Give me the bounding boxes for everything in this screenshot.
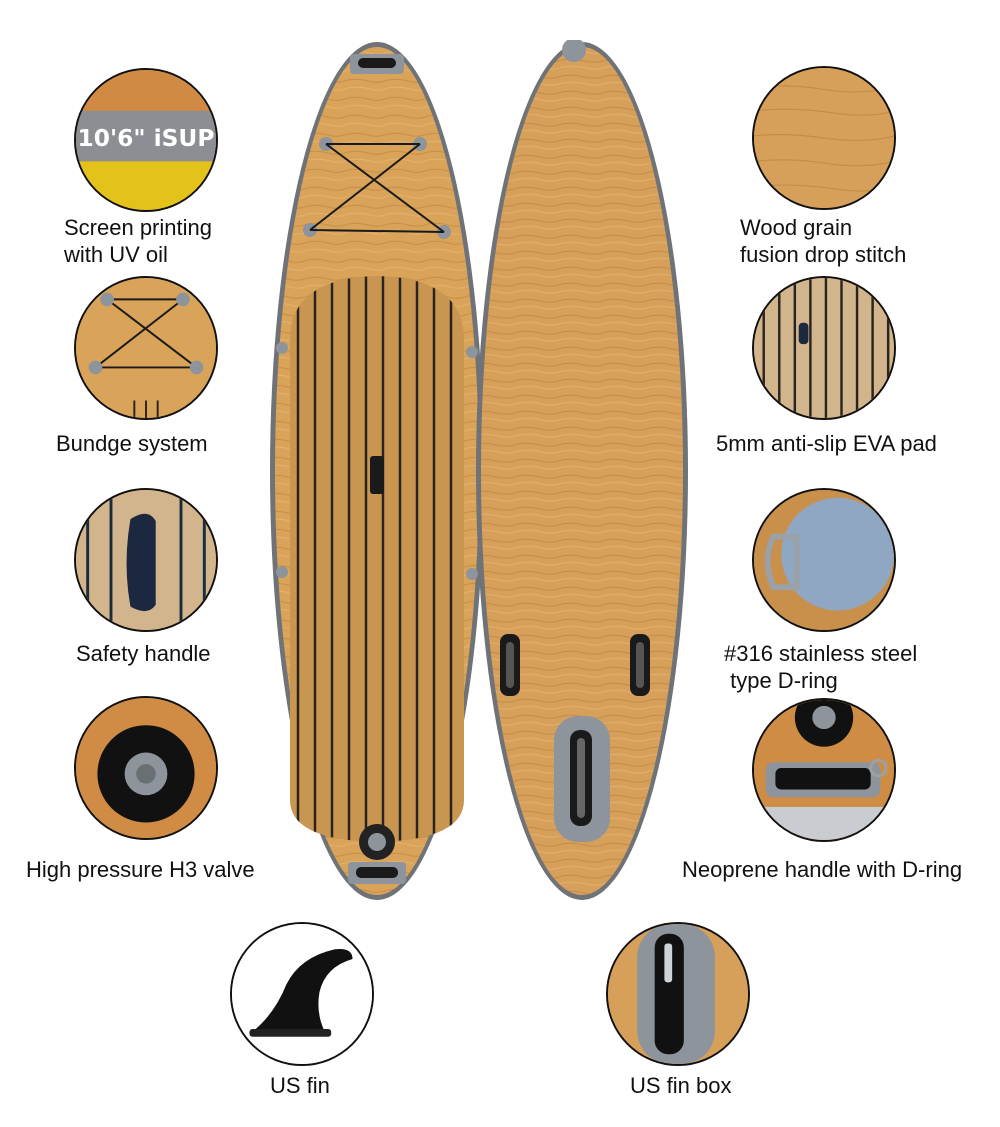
caption-line: Wood grain xyxy=(740,215,853,240)
fin-box-icon xyxy=(608,924,748,1064)
feature-image-valve xyxy=(74,696,218,840)
caption-line: 5mm anti-slip EVA pad xyxy=(716,431,937,456)
caption-line: type D-ring xyxy=(724,668,838,693)
caption-us-fin: US fin xyxy=(270,1072,330,1099)
feature-image-wood-grain xyxy=(752,66,896,210)
caption-us-fin-box: US fin box xyxy=(630,1072,732,1099)
feature-image-us-fin xyxy=(230,922,374,1066)
board-top-view xyxy=(268,40,486,902)
board-bottom-view xyxy=(474,40,690,902)
fin-icon xyxy=(232,924,372,1064)
caption-d-ring: #316 stainless steel type D-ring xyxy=(724,640,917,694)
bungee-cord-icon xyxy=(76,278,216,418)
caption-line: Safety handle xyxy=(76,641,211,666)
caption-line: Neoprene handle with D-ring xyxy=(682,857,963,882)
feature-image-us-fin-box xyxy=(606,922,750,1066)
feature-image-safety-handle xyxy=(74,488,218,632)
printed-logo-icon: 10'6" iSUP xyxy=(78,124,215,152)
caption-line: Screen printing xyxy=(64,215,212,240)
caption-line: US fin xyxy=(270,1073,330,1098)
caption-line: High pressure H3 valve xyxy=(26,857,255,882)
feature-image-bungee xyxy=(74,276,218,420)
caption-screen-printing: Screen printing with UV oil xyxy=(64,214,212,268)
wood-grain-icon xyxy=(754,68,894,208)
caption-line: #316 stainless steel xyxy=(724,641,918,666)
caption-wood-grain: Wood grain fusion drop stitch xyxy=(740,214,906,268)
handle-icon xyxy=(76,490,216,630)
feature-image-eva-pad xyxy=(752,276,896,420)
caption-line: US fin box xyxy=(630,1073,732,1098)
caption-line: Bundge system xyxy=(56,431,208,456)
caption-valve: High pressure H3 valve xyxy=(26,856,255,883)
caption-safety-handle: Safety handle xyxy=(76,640,211,667)
d-ring-icon xyxy=(754,490,894,630)
eva-pad-icon xyxy=(754,278,894,418)
feature-image-screen-printing: 10'6" iSUP xyxy=(74,68,218,212)
caption-eva-pad: 5mm anti-slip EVA pad xyxy=(716,430,937,457)
caption-bungee: Bundge system xyxy=(56,430,208,457)
neoprene-handle-icon xyxy=(754,700,894,840)
caption-line: with UV oil xyxy=(64,242,168,267)
valve-icon xyxy=(76,698,216,838)
caption-neoprene-handle: Neoprene handle with D-ring xyxy=(682,856,962,883)
feature-image-d-ring xyxy=(752,488,896,632)
caption-line: fusion drop stitch xyxy=(740,242,907,267)
feature-image-neoprene-handle xyxy=(752,698,896,842)
